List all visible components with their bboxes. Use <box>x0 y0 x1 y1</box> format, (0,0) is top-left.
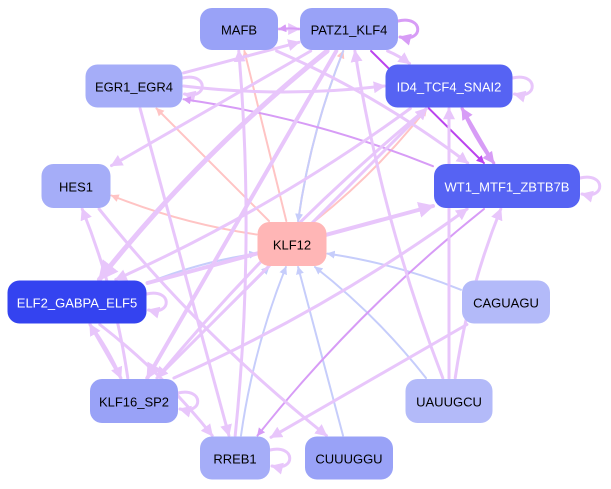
edge-wt1_mtf1_zbtb7b-to-rreb1 <box>256 208 485 437</box>
edge-patz1_klf4-to-elf2_gabpa_elf5 <box>96 48 330 282</box>
edge-egr1_egr4-to-egr1_egr4 <box>181 75 204 103</box>
node-label: PATZ1_KLF4 <box>311 23 388 38</box>
node-box[interactable] <box>305 436 393 480</box>
edge-id4_tcf4_snai2-to-id4_tcf4_snai2 <box>511 75 534 103</box>
edge-patz1_klf4-to-id4_tcf4_snai2 <box>386 49 411 65</box>
node-cuuuggu[interactable]: CUUUGGU <box>305 436 393 480</box>
edge-id4_tcf4_snai2-to-elf2_gabpa_elf5 <box>114 107 412 281</box>
node-mafb[interactable]: MAFB <box>200 8 278 50</box>
node-label: CUUUGGU <box>315 452 382 467</box>
node-caguagu[interactable]: CAGUAGU <box>462 280 550 324</box>
edge-elf2_gabpa_elf5-to-elf2_gabpa_elf5 <box>145 291 168 319</box>
node-box[interactable] <box>257 222 327 266</box>
edge-klf12-to-egr1_egr4 <box>155 107 270 222</box>
edge-uauugcu-to-patz1_klf4 <box>350 49 445 380</box>
edge-cuuuggu-to-klf12 <box>296 266 344 437</box>
node-label: RREB1 <box>213 452 256 467</box>
node-uauugcu[interactable]: UAUUGCU <box>405 379 493 423</box>
edge-wt1_mtf1_zbtb7b-to-wt1_mtf1_zbtb7b <box>578 175 602 203</box>
node-box[interactable] <box>85 64 183 108</box>
node-label: UAUUGCU <box>416 395 482 410</box>
edge-patz1_klf4-to-patz1_klf4 <box>396 18 420 46</box>
node-box[interactable] <box>41 164 111 208</box>
edge-uauugcu-to-klf12 <box>314 266 427 379</box>
edge-mafb-to-wt1_mtf1_zbtb7b <box>275 49 470 165</box>
node-box[interactable] <box>90 379 178 423</box>
node-label: HES1 <box>59 180 93 195</box>
node-patz1-klf4[interactable]: PATZ1_KLF4 <box>300 8 398 50</box>
edge-wt1_mtf1_zbtb7b-to-id4_tcf4_snai2 <box>460 107 496 165</box>
node-label: ELF2_GABPA_ELF5 <box>17 296 137 311</box>
node-label: EGR1_EGR4 <box>95 80 173 95</box>
node-box[interactable] <box>385 64 513 108</box>
node-box[interactable] <box>200 8 278 50</box>
edge-caguagu-to-klf12 <box>326 250 462 291</box>
edge-rreb1-to-mafb <box>233 49 248 437</box>
node-rreb1[interactable]: RREB1 <box>200 436 270 480</box>
edge-klf16_sp2-to-wt1_mtf1_zbtb7b <box>172 207 469 380</box>
edge-klf12-to-id4_tcf4_snai2 <box>313 107 428 222</box>
node-box[interactable] <box>200 436 270 480</box>
node-label: ID4_TCF4_SNAI2 <box>397 80 502 95</box>
edge-klf16_sp2-to-elf2_gabpa_elf5 <box>88 323 123 380</box>
node-box[interactable] <box>405 379 493 423</box>
node-hes1[interactable]: HES1 <box>41 164 111 208</box>
node-box[interactable] <box>300 8 398 50</box>
node-label: CAGUAGU <box>473 296 539 311</box>
edge-rreb1-to-klf12 <box>240 266 287 437</box>
node-id4-tcf4-snai2[interactable]: ID4_TCF4_SNAI2 <box>385 64 513 108</box>
node-label: MAFB <box>221 23 257 38</box>
node-box[interactable] <box>434 164 580 208</box>
node-klf16-sp2[interactable]: KLF16_SP2 <box>90 379 178 423</box>
edge-klf12-to-mafb <box>242 50 288 222</box>
edge-klf16_sp2-to-klf16_sp2 <box>176 390 200 418</box>
node-egr1-egr4[interactable]: EGR1_EGR4 <box>85 64 183 108</box>
node-label: KLF16_SP2 <box>99 395 169 410</box>
edge-patz1_klf4-to-hes1 <box>110 49 313 168</box>
edge-rreb1-to-rreb1 <box>268 447 292 475</box>
edge-patz1_klf4-to-klf16_sp2 <box>145 49 339 380</box>
node-label: KLF12 <box>273 238 311 253</box>
node-box[interactable] <box>462 280 550 324</box>
node-box[interactable] <box>7 280 147 324</box>
node-klf12[interactable]: KLF12 <box>257 222 327 266</box>
node-wt1-mtf1-zbtb7b[interactable]: WT1_MTF1_ZBTB7B <box>434 164 580 208</box>
node-label: WT1_MTF1_ZBTB7B <box>445 180 570 195</box>
edge-caguagu-to-rreb1 <box>269 323 469 439</box>
edge-egr1_egr4-to-rreb1 <box>138 107 232 437</box>
edge-patz1_klf4-to-klf12 <box>295 50 345 222</box>
edge-klf12-to-hes1 <box>110 194 258 236</box>
edge-patz1_klf4-to-mafb <box>278 24 300 33</box>
node-elf2-gabpa-elf5[interactable]: ELF2_GABPA_ELF5 <box>7 280 147 324</box>
